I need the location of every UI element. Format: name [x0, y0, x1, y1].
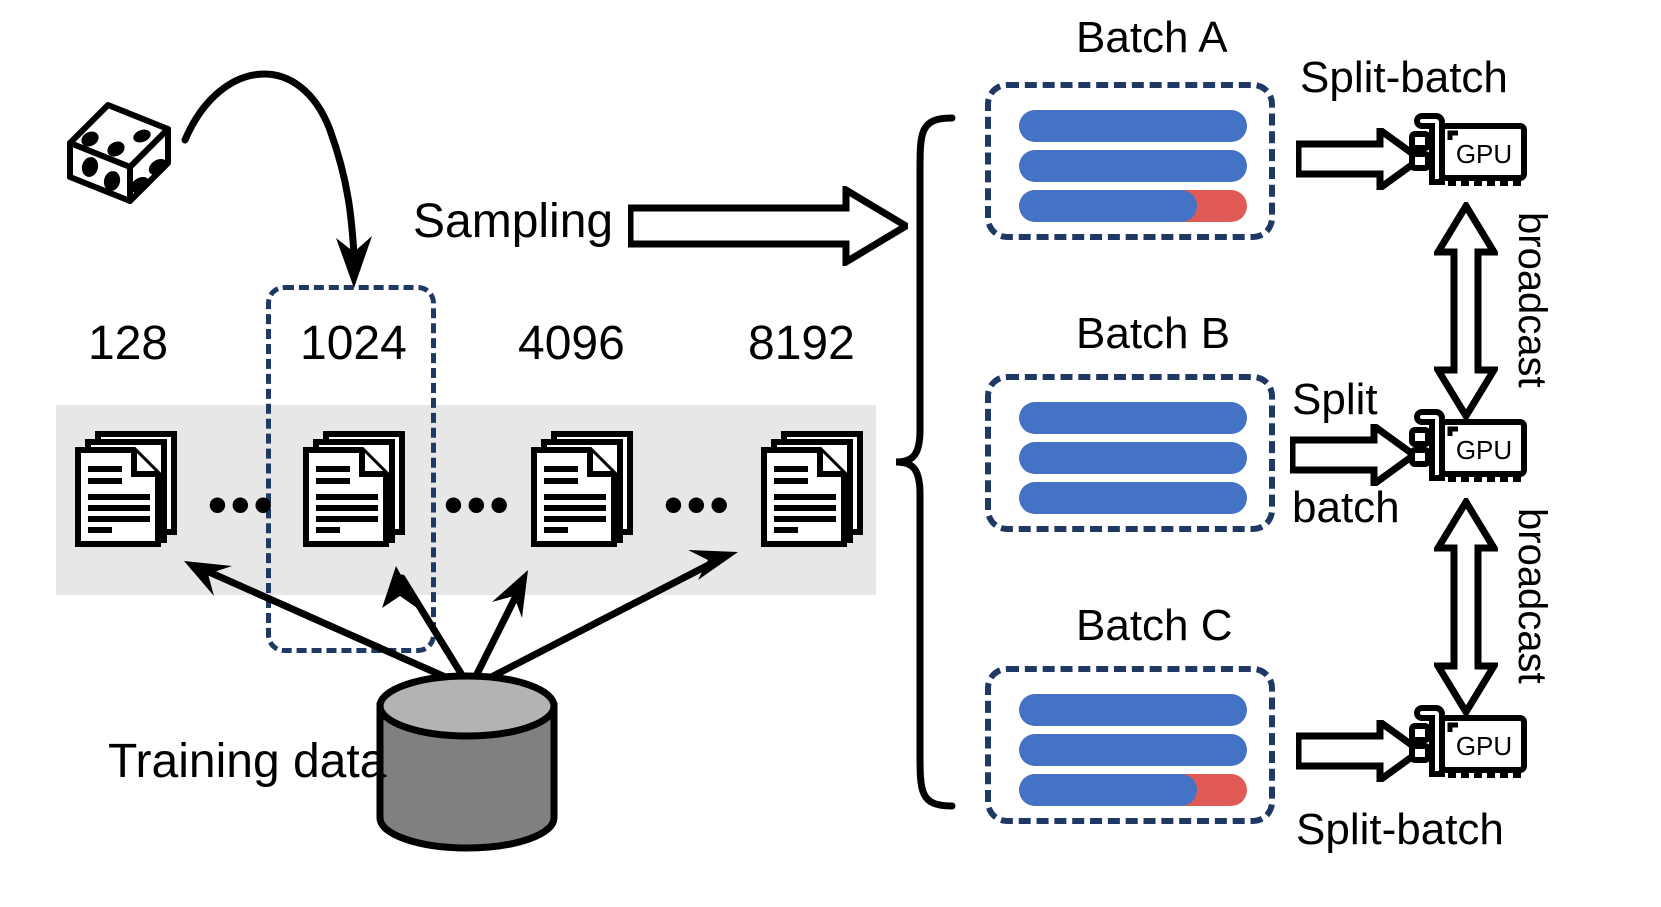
broadcast-label-1: broadcast	[1510, 212, 1554, 388]
batch-label-a: Batch A	[1076, 13, 1228, 62]
broadcast-arrow-1	[1434, 202, 1498, 420]
gpu-label-a: GPU	[1456, 139, 1512, 169]
length-label-128: 128	[88, 317, 169, 370]
gpu-label-b: GPU	[1456, 435, 1512, 465]
ellipsis-2: •••	[444, 475, 513, 535]
batch-c-bar-3-blue	[1019, 774, 1197, 806]
batch-a-bar-1	[1019, 110, 1247, 142]
length-label-8192: 8192	[748, 317, 855, 370]
database-to-docs-arrows	[170, 548, 750, 708]
length-label-4096: 4096	[518, 317, 625, 370]
batch-label-c: Batch C	[1076, 601, 1233, 650]
split-label-b: Split	[1292, 375, 1378, 424]
batch-c-bar-3	[1019, 774, 1247, 806]
batch-label-b-lower: batch	[1292, 483, 1400, 532]
batch-b-bar-1	[1019, 402, 1247, 434]
batch-c-bar-1	[1019, 694, 1247, 726]
highlight-column-1024	[266, 285, 436, 653]
document-stack-icon	[300, 428, 408, 550]
sampling-arrow-icon	[628, 186, 908, 266]
training-data-label: Training data	[108, 735, 387, 788]
batch-a-bar-3-blue	[1019, 190, 1197, 222]
database-cylinder-icon	[372, 672, 562, 852]
gpu-label-c: GPU	[1456, 731, 1512, 761]
batch-b-bar-3	[1019, 482, 1247, 514]
batch-c-bar-2	[1019, 734, 1247, 766]
broadcast-arrow-2	[1434, 498, 1498, 716]
length-label-1024: 1024	[300, 317, 407, 370]
document-stack-icon	[758, 428, 866, 550]
dice-icon	[60, 95, 180, 205]
batch-label-b: Batch B	[1076, 309, 1231, 358]
split-batch-label-a: Split-batch	[1300, 53, 1508, 102]
batch-box-c	[985, 666, 1275, 824]
document-stack-icon	[72, 428, 180, 550]
split-batch-arrow-b	[1290, 424, 1416, 486]
batch-a-bar-3	[1019, 190, 1247, 222]
batch-a-bar-2	[1019, 150, 1247, 182]
document-stack-icon	[528, 428, 636, 550]
batch-b-bar-2	[1019, 442, 1247, 474]
sampling-label: Sampling	[413, 195, 614, 248]
gpu-card-icon: GPU	[1406, 702, 1528, 786]
gpu-card-icon: GPU	[1406, 110, 1528, 194]
batch-box-b	[985, 374, 1275, 532]
split-batch-label-c: Split-batch	[1296, 805, 1504, 854]
ellipsis-1: •••	[208, 475, 277, 535]
split-batch-arrow-a	[1296, 128, 1422, 190]
broadcast-label-2: broadcast	[1510, 508, 1554, 684]
batch-box-a	[985, 82, 1275, 240]
curly-brace-icon	[890, 112, 960, 812]
split-batch-arrow-c	[1296, 720, 1422, 782]
ellipsis-3: •••	[664, 475, 733, 535]
gpu-card-icon: GPU	[1406, 406, 1528, 490]
dice-to-column-arrow	[180, 40, 410, 295]
